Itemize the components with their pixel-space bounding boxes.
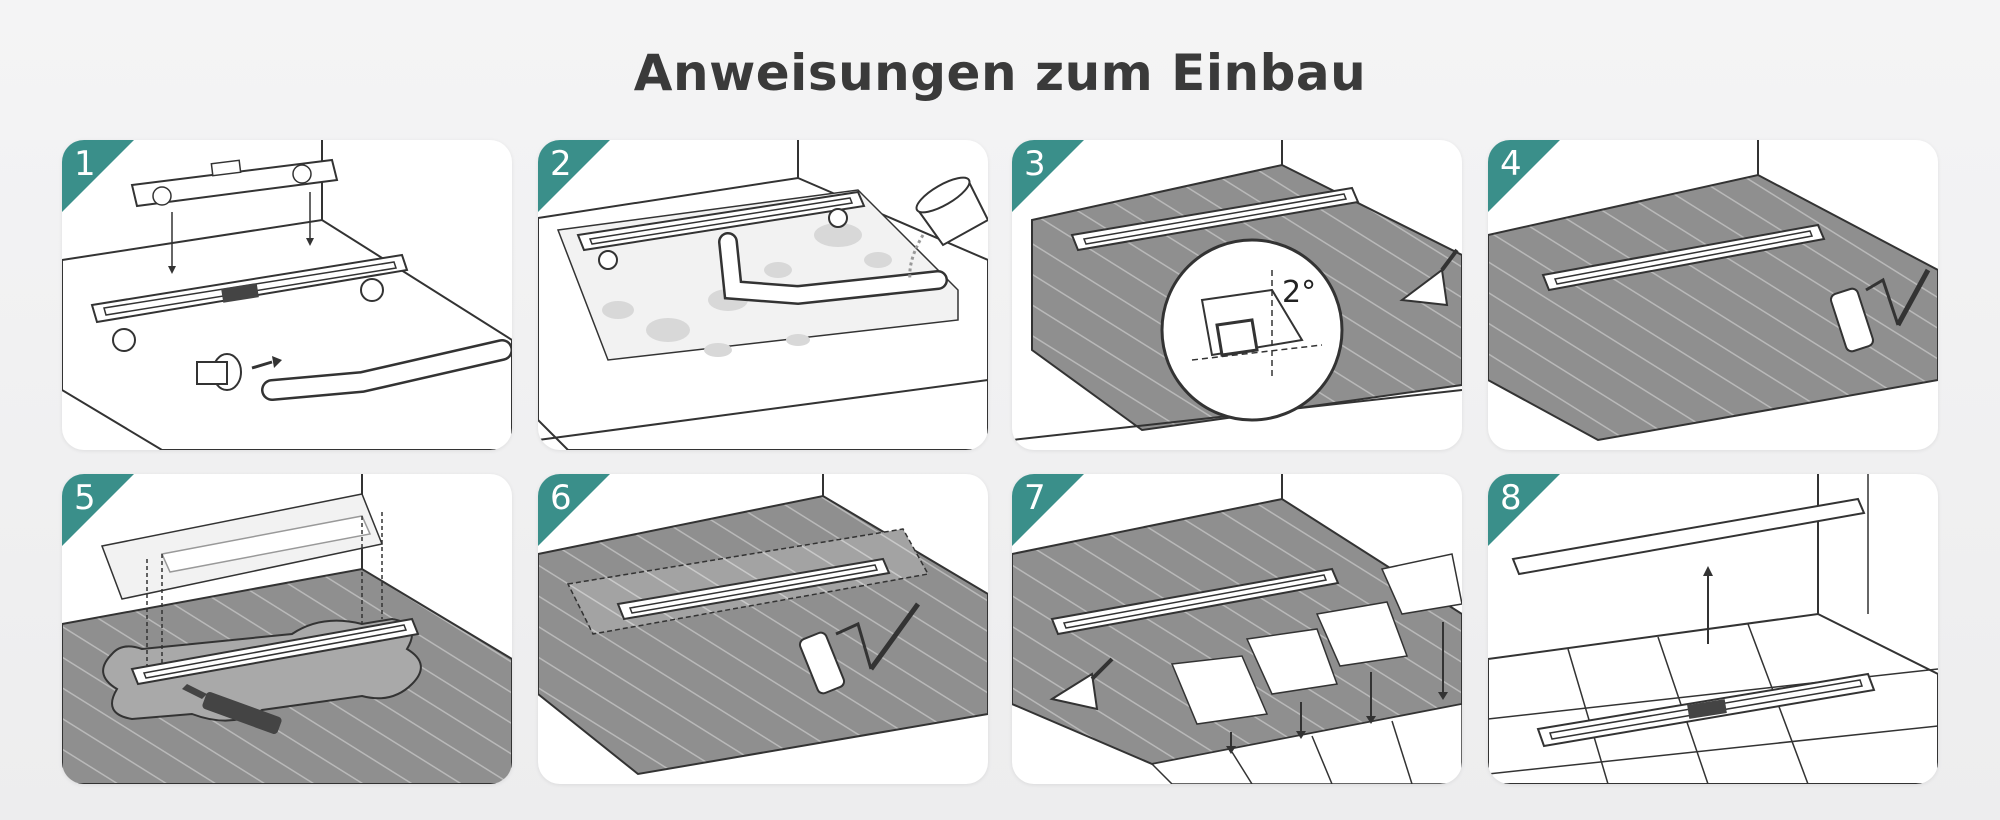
step-2-number: 2: [550, 144, 572, 184]
step-4-panel: 4: [1488, 140, 1938, 450]
step-2-panel: 2: [538, 140, 988, 450]
magnifier-circle-icon: [1162, 240, 1342, 420]
step-5-number: 5: [74, 478, 96, 518]
step-6-panel: 6: [538, 474, 988, 784]
step-6-badge: [538, 474, 610, 546]
step-7-number: 7: [1024, 478, 1046, 518]
step-5-badge: [62, 474, 134, 546]
step-1-badge: [62, 140, 134, 212]
step-8-badge: [1488, 474, 1560, 546]
step-4-badge: [1488, 140, 1560, 212]
step-6-number: 6: [550, 478, 572, 518]
step-1-panel: 1: [62, 140, 512, 450]
drain-grate-icon: [1513, 499, 1864, 574]
page-title: Anweisungen zum Einbau: [0, 44, 2000, 102]
step-8-panel: 8: [1488, 474, 1938, 784]
step-7-panel: 7: [1012, 474, 1462, 784]
step-3-number: 3: [1024, 144, 1046, 184]
step-7-badge: [1012, 474, 1084, 546]
spirit-level-icon: [132, 160, 337, 206]
step-2-badge: [538, 140, 610, 212]
slope-angle-label: 2°: [1282, 275, 1316, 310]
step-3-badge: [1012, 140, 1084, 212]
step-3-panel: 2° 3: [1012, 140, 1462, 450]
step-5-panel: 5: [62, 474, 512, 784]
step-1-number: 1: [74, 144, 96, 184]
step-8-number: 8: [1500, 478, 1522, 518]
step-4-number: 4: [1500, 144, 1522, 184]
